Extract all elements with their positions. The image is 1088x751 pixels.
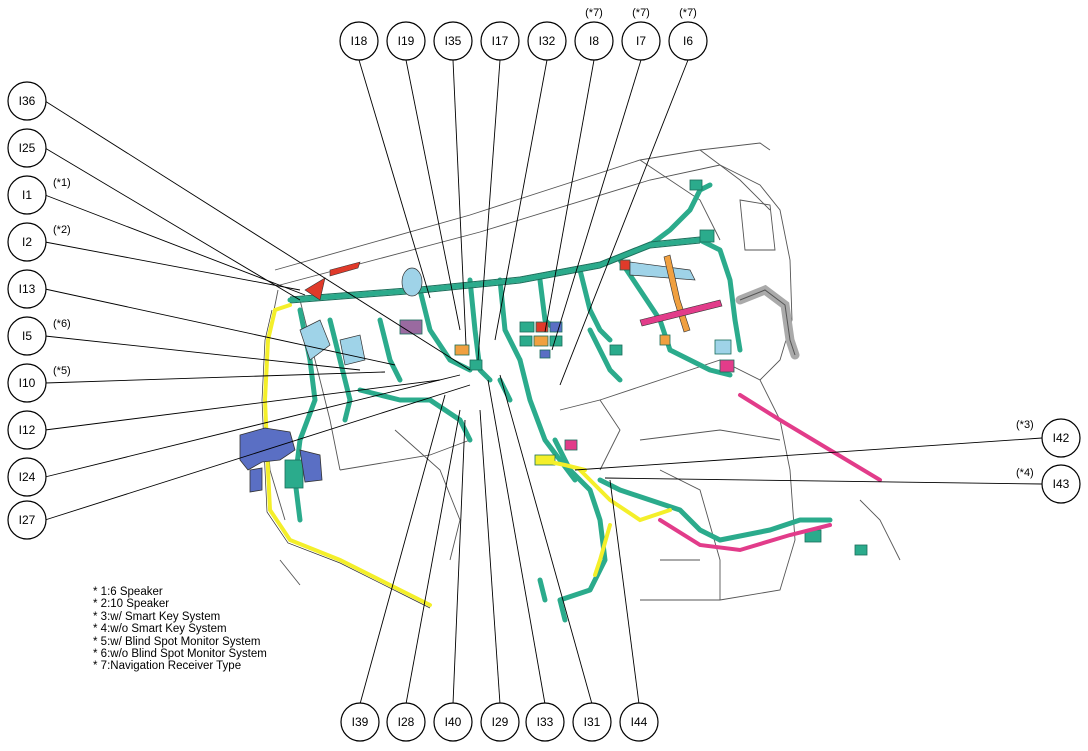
label-i18: I18 [351,34,368,48]
label-i17: I17 [492,34,509,48]
label-i29: I29 [492,715,509,729]
label-i32: I32 [539,34,556,48]
label-i13: I13 [19,282,36,296]
label-i7: I7 [636,34,646,48]
note-i5: (*6) [53,318,71,330]
label-i28: I28 [398,715,415,729]
note-i8: (*7) [585,7,603,19]
label-i19: I19 [398,34,415,48]
legend-item: * 4:w/o Smart Key System [93,623,227,636]
footnote-markers: (*7) (*7) (*7) (*1) (*2) (*6) (*5) (*3) … [53,7,1034,479]
note-i2: (*2) [53,224,71,236]
vehicle-outline [264,142,901,601]
legend-item: * 6:w/o Blind Spot Monitor System [93,648,267,661]
footnote-legend: * 1:6 Speaker * 2:10 Speaker * 3:w/ Smar… [93,586,267,673]
note-i10: (*5) [53,365,71,377]
legend-item: * 1:6 Speaker [93,586,163,598]
pink-harness [658,393,882,553]
note-i7: (*7) [632,7,650,19]
note-i42: (*3) [1016,419,1034,431]
label-i42: I42 [1053,431,1070,445]
callout-circles [7,21,1081,742]
label-i35: I35 [445,34,462,48]
label-i40: I40 [445,715,462,729]
label-i10: I10 [19,376,36,390]
label-i27: I27 [19,513,36,527]
label-i12: I12 [19,423,36,437]
light-blue-parts [299,261,696,366]
label-i43: I43 [1053,477,1070,491]
label-i25: I25 [19,141,36,155]
note-i6: (*7) [679,7,697,19]
label-i2: I2 [22,235,32,249]
label-i36: I36 [19,94,36,108]
instrument-panel-harness [287,182,833,623]
label-i5: I5 [22,329,32,343]
label-i6: I6 [683,34,693,48]
legend-item: * 7:Navigation Receiver Type [93,660,242,673]
blue-duct [239,427,323,493]
legend-item: * 2:10 Speaker [93,598,170,611]
label-i44: I44 [631,715,648,729]
legend-item: * 5:w/ Blind Spot Monitor System [93,635,261,648]
red-orange-parts [304,254,723,333]
legend-item: * 3:w/ Smart Key System [93,610,221,623]
callout-labels: I18 I19 I35 I17 I32 I8 I7 I6 I36 I25 I1 … [19,34,1070,729]
harness-outline [289,236,701,304]
label-i8: I8 [589,34,599,48]
grey-hose [735,284,800,360]
note-i43: (*4) [1016,467,1034,479]
note-i1: (*1) [53,177,71,189]
label-i1: I1 [22,188,32,202]
label-i39: I39 [352,715,369,729]
label-i31: I31 [584,715,601,729]
label-i24: I24 [19,470,36,484]
label-i33: I33 [537,715,554,729]
callout-leaders [44,59,1043,705]
connector-blocks [284,179,868,556]
